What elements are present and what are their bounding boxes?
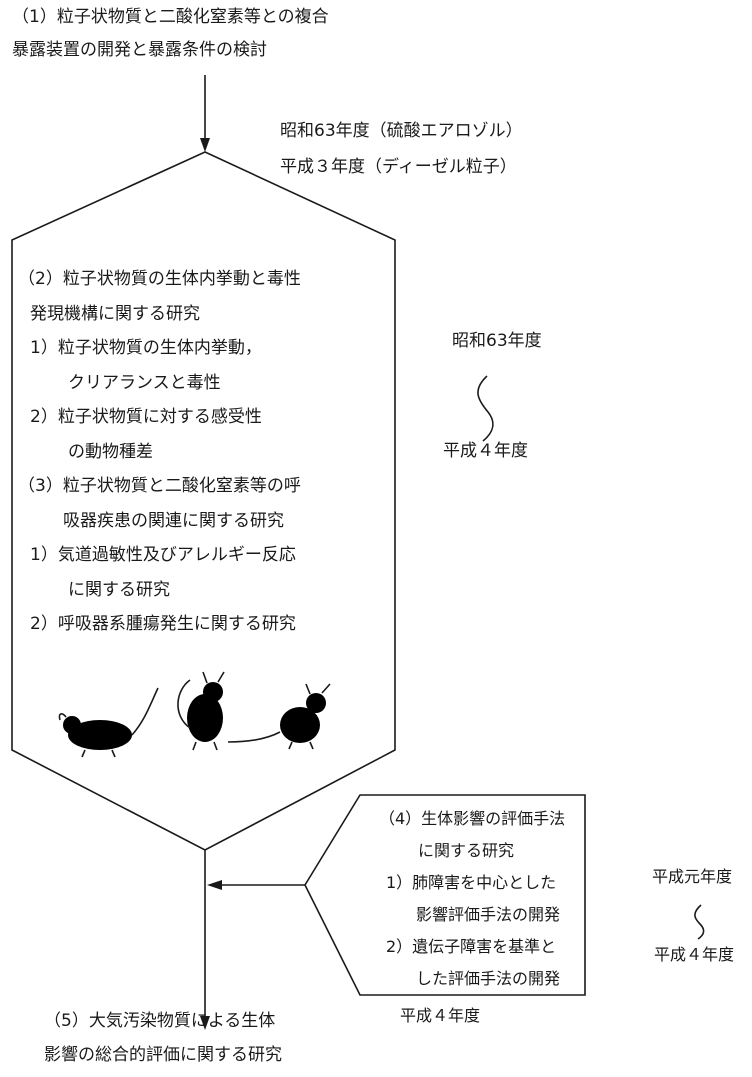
mouse-2-icon	[227, 683, 331, 750]
main-item-2-sub-1-cont: クリアランスと毒性	[68, 373, 221, 393]
rat-icon	[177, 671, 225, 751]
side-item-4-title: （4）生体影響の評価手法	[379, 809, 566, 828]
period-3-end: 平成４年度	[654, 945, 735, 964]
arrow-side-head	[207, 880, 222, 890]
bottom-item-line-1: （5）大気汚染物質による生体	[44, 1011, 276, 1031]
arrow-bottom-head	[200, 1016, 210, 1030]
period-1-line-2: 平成３年度（ディーゼル粒子）	[280, 157, 517, 177]
main-item-3-title-cont: 吸器疾患の関連に関する研究	[63, 511, 284, 531]
period-2-tilde	[477, 375, 494, 442]
arrow-top-head	[200, 138, 210, 152]
side-item-4-title-cont: に関する研究	[418, 841, 515, 860]
bottom-item-line-2: 影響の総合的評価に関する研究	[44, 1045, 282, 1065]
side-item-4-sub-2-cont: した評価手法の開発	[416, 969, 561, 988]
period-1-line-1: 昭和63年度（硫酸エアロゾル）	[280, 121, 523, 141]
side-item-4-sub-1: 1）肺障害を中心とした	[386, 873, 557, 892]
period-2-start: 昭和63年度	[452, 331, 542, 351]
main-item-2-sub-1: 1）粒子状物質の生体内挙動，	[30, 338, 262, 358]
main-item-3-sub-1: 1）気道過敏性及びアレルギー反応	[30, 545, 296, 565]
main-item-2-sub-2-cont: の動物種差	[68, 442, 153, 462]
period-3-start: 平成元年度	[652, 867, 733, 886]
side-box	[304, 794, 586, 996]
main-item-3-sub-2: 2）呼吸器系腫瘍発生に関する研究	[30, 614, 296, 634]
side-item-4-sub-1-cont: 影響評価手法の開発	[416, 905, 561, 924]
top-item-line-2: 暴露装置の開発と暴露条件の検討	[12, 40, 267, 60]
period-3-tilde	[694, 904, 705, 940]
main-item-2-title-cont: 発現機構に関する研究	[30, 304, 200, 324]
main-item-2-sub-2: 2）粒子状物質に対する感受性	[30, 407, 262, 427]
main-item-3-title: （3）粒子状物質と二酸化窒素等の呼	[18, 476, 301, 496]
period-4-label: 平成４年度	[400, 1006, 481, 1025]
top-item-line-1: （1）粒子状物質と二酸化窒素等との複合	[12, 7, 329, 27]
main-item-3-sub-1-cont: に関する研究	[68, 580, 170, 600]
main-item-2-title: （2）粒子状物質の生体内挙動と毒性	[18, 269, 301, 289]
main-hexagon-box	[11, 151, 396, 851]
side-item-4-sub-2: 2）遺伝子障害を基準と	[386, 937, 557, 956]
period-2-end: 平成４年度	[443, 441, 528, 461]
mouse-1-icon	[58, 687, 159, 758]
